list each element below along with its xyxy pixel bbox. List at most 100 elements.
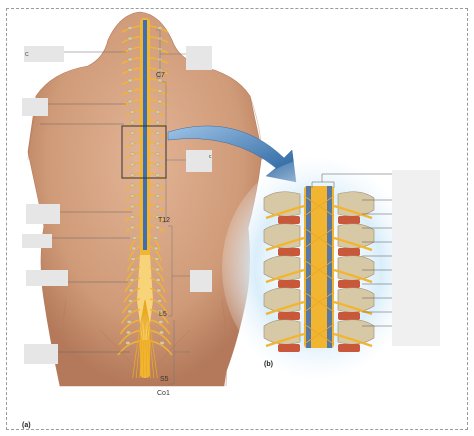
vertebra-process	[156, 288, 162, 293]
vertebra-process	[131, 246, 137, 251]
central-vessel	[143, 20, 147, 250]
label-fragment-right: c	[209, 154, 212, 160]
spinal-nerve	[118, 329, 141, 345]
level-label-t12: T12	[158, 217, 170, 224]
muscle-band	[338, 248, 360, 256]
vertebra-process	[129, 194, 135, 198]
spinal-nerve	[149, 256, 164, 272]
vertebra-process	[155, 204, 161, 209]
vertebra-process	[129, 278, 135, 282]
label-boxes-left	[22, 46, 68, 364]
vertebra-process	[155, 278, 161, 282]
spinal-nerve	[149, 319, 171, 335]
nerve-fiber	[303, 195, 335, 217]
vertebra-process	[155, 162, 161, 167]
region-brackets	[156, 29, 190, 385]
level-label-co1: Co1	[157, 390, 170, 397]
cauda-equina	[137, 255, 153, 340]
spinal-nerve	[149, 245, 162, 261]
label-box	[22, 234, 52, 248]
spinal-nerve	[129, 235, 141, 251]
label-fragment-left: C	[25, 52, 29, 58]
vertebra-process	[127, 309, 133, 314]
spinal-nerve	[125, 266, 141, 282]
vertebra-process	[129, 120, 135, 125]
label-boxes-right	[186, 46, 212, 292]
muscle-band	[278, 280, 300, 288]
vertebra-process	[155, 141, 161, 146]
vertebra-process	[155, 215, 161, 219]
vertebra-process	[127, 68, 133, 72]
spinal-nerve	[124, 277, 141, 293]
spinal-nerves	[117, 25, 173, 379]
nerve-root	[265, 332, 305, 348]
vertebra-process	[129, 204, 135, 209]
vertebra-process	[159, 341, 165, 345]
vertebra-process	[127, 57, 133, 62]
vertebra-process	[153, 236, 158, 240]
label-box	[186, 150, 212, 172]
vertebra-process	[126, 330, 131, 335]
spinal-nerve	[149, 266, 165, 282]
spinal-nerve	[149, 329, 172, 345]
label-box	[26, 270, 68, 286]
vertebra-process	[155, 267, 160, 272]
muscle-band	[278, 248, 300, 256]
vertebra-process	[127, 26, 133, 30]
muscle-band	[278, 216, 300, 224]
vertebra-process	[129, 215, 135, 219]
spinal-nerve	[123, 287, 141, 303]
vertebra-process	[155, 152, 161, 156]
panel-label-a: (a)	[22, 422, 31, 429]
spinal-nerve	[128, 245, 141, 261]
vertebra-process	[155, 120, 161, 125]
vertebra-process	[155, 194, 161, 198]
vertebra-process	[128, 288, 134, 293]
leader-lines-left	[40, 51, 132, 353]
nerve-fiber	[303, 227, 335, 249]
detail-label-column	[392, 170, 440, 346]
panel-label-b: (b)	[264, 361, 273, 368]
nerve-root	[265, 236, 305, 252]
spinal-nerve	[149, 298, 168, 314]
muscle-band	[338, 344, 360, 352]
nerve-root	[333, 300, 373, 316]
vertebra-process	[127, 89, 133, 93]
figure-frame	[6, 8, 468, 430]
vertebra-process	[129, 225, 135, 230]
nerve-fiber	[303, 291, 335, 313]
spinal-cord-detail-view	[263, 186, 375, 352]
label-box	[26, 204, 60, 224]
vertebra-process	[129, 131, 135, 135]
spinal-nerve	[119, 319, 141, 335]
vertebra-process	[130, 267, 135, 272]
vertebra-process	[127, 78, 133, 83]
spinal-cord-posterior-view	[117, 18, 173, 379]
detail-vessel-left	[306, 186, 311, 348]
vertebra-process	[157, 89, 163, 93]
vertebra-process	[159, 330, 164, 335]
spinal-nerve	[149, 277, 166, 293]
detail-spinal-cord	[304, 186, 334, 348]
spinal-nerve	[149, 308, 169, 324]
vertebra-process	[155, 131, 161, 135]
detail-leader-lines	[311, 173, 392, 327]
vertebra-process	[126, 320, 132, 324]
vertebra-process	[153, 246, 159, 251]
label-box	[24, 344, 58, 364]
vertebra-process	[157, 99, 163, 104]
nerve-root	[333, 236, 373, 252]
vertebra-process	[129, 141, 135, 146]
zoom-region-box	[121, 125, 167, 179]
spinal-nerve	[149, 235, 161, 251]
nerve-root	[333, 268, 373, 284]
vertebra-process	[129, 173, 135, 177]
vertebra-process	[127, 99, 133, 104]
vertebra-process	[129, 162, 135, 167]
nerve-fiber	[303, 323, 335, 345]
vertebra-process	[158, 320, 164, 324]
detail-nerve-roots	[265, 195, 373, 348]
level-label-s5: S5	[160, 376, 169, 383]
spinal-nerve	[122, 298, 141, 314]
